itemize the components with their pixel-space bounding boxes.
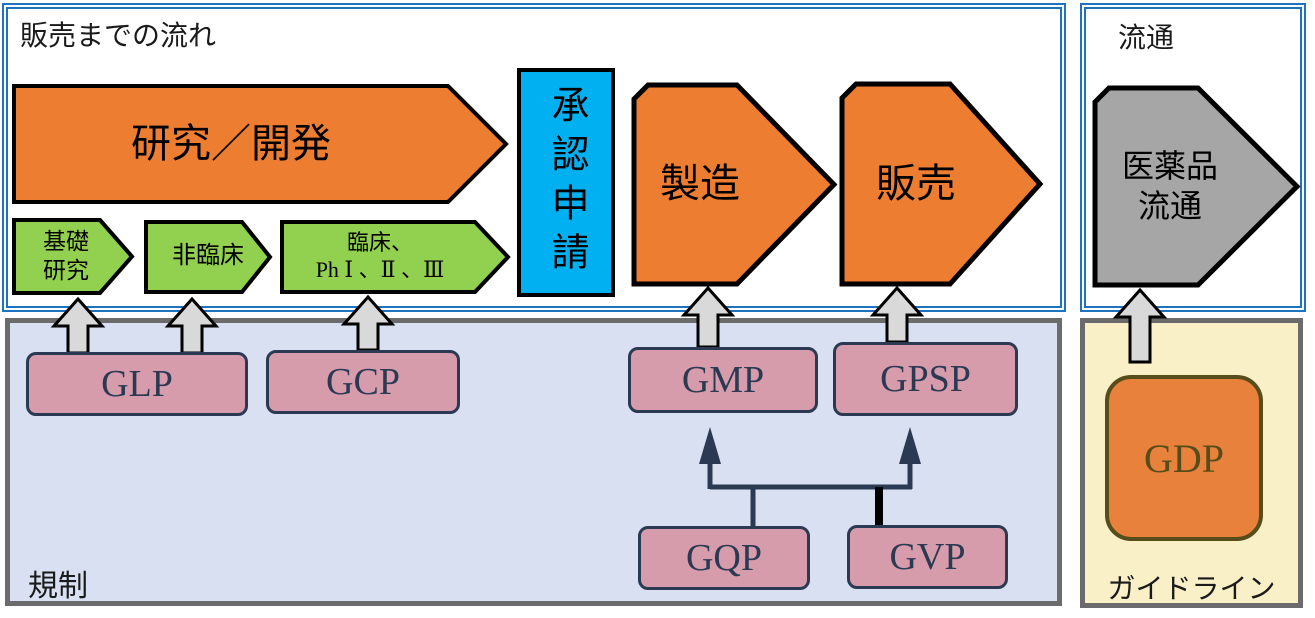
glp-chip: GLP (26, 352, 248, 416)
glp-up-arrow-left (50, 296, 106, 355)
nonclinical-arrow-shape (144, 220, 273, 294)
glp-up-arrow-right (164, 296, 220, 355)
clinical-arrow-shape (280, 220, 511, 294)
gdp-up-arrow (1112, 287, 1168, 364)
gvp-chip: GVP (847, 525, 1008, 589)
gqp-chip: GQP (638, 526, 810, 590)
guideline-section-title: ガイドライン (1107, 574, 1276, 605)
distribution-section-title: 流通 (1118, 23, 1175, 54)
connector-arrowhead-gpsp (899, 427, 921, 464)
sales-arrow-shape (839, 81, 1044, 287)
flow-section-title: 販売までの流れ (20, 21, 217, 52)
approval-application-label: 承認申請 (545, 84, 587, 281)
connector-arrowhead-gmp (699, 427, 721, 464)
pharma-distribution-arrow-shape (1092, 85, 1301, 288)
research-dev-arrow-shape (12, 84, 509, 204)
approval-application-box: 承認申請 (517, 68, 615, 297)
regulation-section-title: 規制 (28, 570, 88, 603)
gcp-chip: GCP (266, 350, 460, 414)
basic-research-arrow-shape (12, 218, 135, 295)
manufacturing-arrow-shape (631, 82, 838, 287)
gmp-up-arrow (680, 285, 736, 349)
gmp-chip: GMP (628, 347, 818, 413)
gqp-gvp-connector (699, 427, 921, 526)
gdp-box: GDP (1105, 375, 1263, 541)
gpsp-up-arrow (869, 285, 925, 344)
gcp-up-arrow (340, 294, 396, 352)
gpsp-chip: GPSP (833, 342, 1018, 416)
